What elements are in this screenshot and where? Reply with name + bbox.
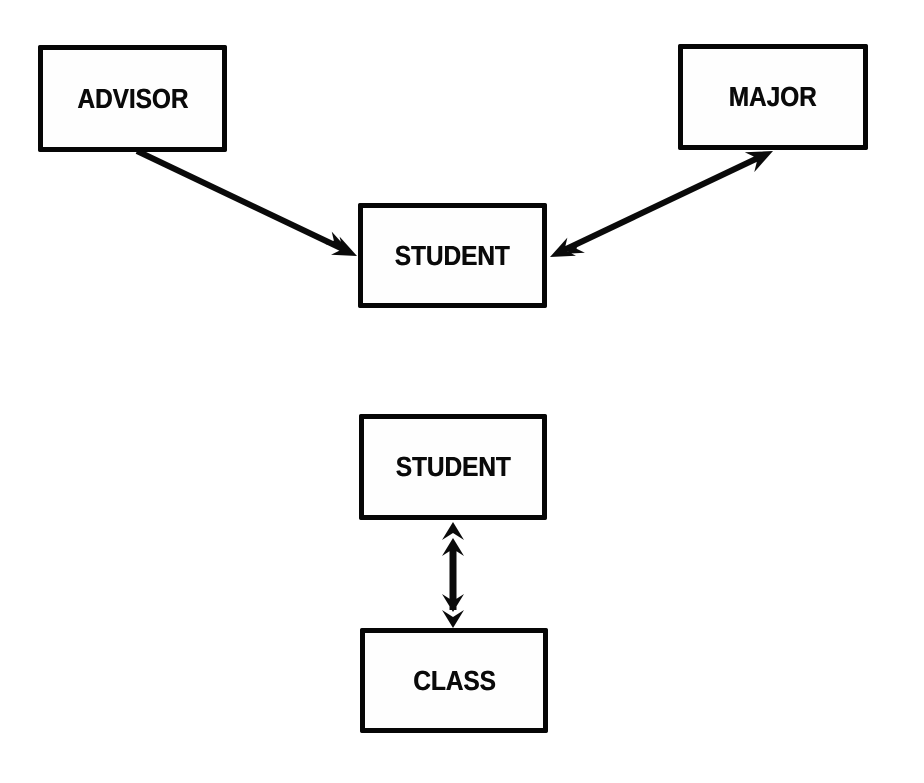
chevron-up-into-student-2-icon: [442, 538, 464, 556]
arrowhead-into-student-left-icon: [331, 236, 357, 256]
connector-student-class: [442, 522, 464, 628]
chevron-down-into-class-1-icon: [442, 610, 464, 628]
arrowhead-into-major-icon: [744, 151, 773, 173]
entity-label-class: CLASS: [412, 664, 496, 696]
chevron-down-into-class-2-icon: [442, 594, 464, 612]
entity-label-student-bottom: STUDENT: [395, 451, 511, 482]
connector-advisor-student: [135, 148, 357, 256]
advisor-student-line: [135, 148, 347, 253]
chevron-up-into-student-1-icon: [442, 522, 464, 540]
student-major-line: [560, 154, 762, 254]
entity-box-student-bottom: STUDENT: [359, 414, 547, 520]
arrowhead-into-student-right-second-icon: [566, 239, 585, 254]
entity-box-student-top: STUDENT: [358, 203, 547, 308]
entity-label-student-top: STUDENT: [394, 239, 511, 271]
entity-box-advisor: ADVISOR: [38, 45, 227, 152]
entity-box-class: CLASS: [360, 628, 548, 733]
entity-box-major: MAJOR: [678, 44, 868, 150]
entity-label-advisor: ADVISOR: [76, 82, 188, 114]
entity-label-major: MAJOR: [729, 81, 817, 112]
arrowhead-into-student-right-icon: [550, 237, 576, 257]
connector-student-major: [550, 151, 773, 257]
arrowhead-into-student-left-second-icon: [325, 231, 345, 246]
